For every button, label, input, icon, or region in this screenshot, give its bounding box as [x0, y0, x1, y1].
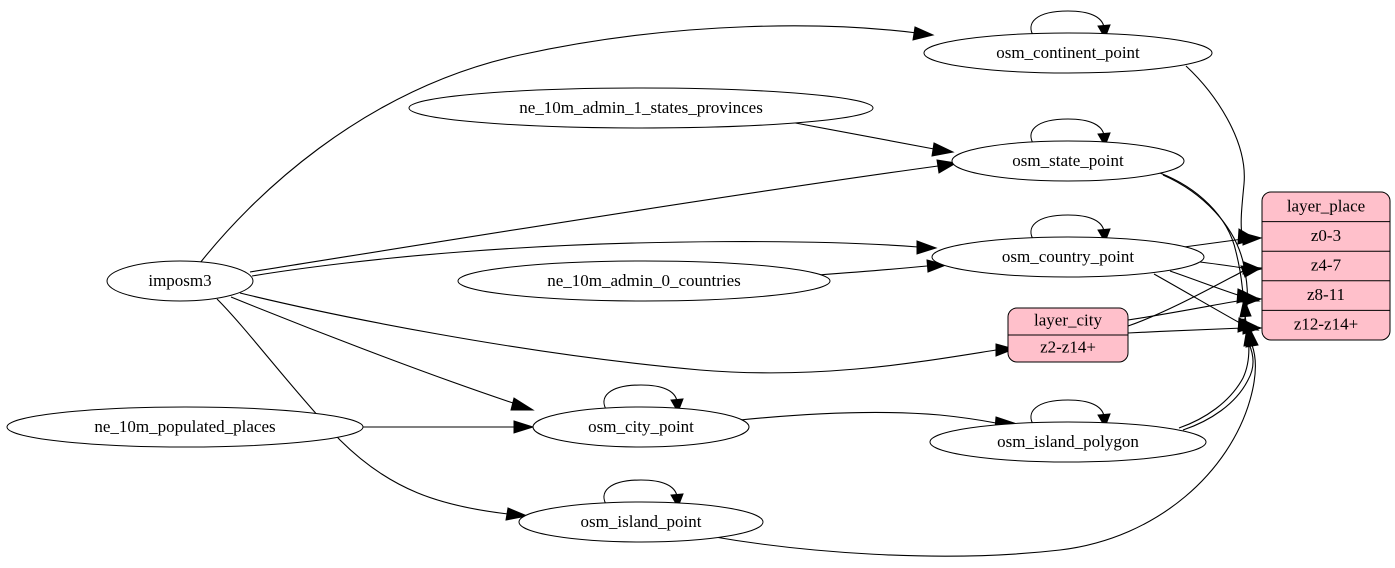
node-osm_country_point-label: osm_country_point — [1002, 247, 1134, 266]
node-osm_state_point-label: osm_state_point — [1012, 151, 1124, 170]
edge-osm_country_point-to-layer_place-z0_3 — [1183, 232, 1263, 248]
node-osm_island_polygon-label: osm_island_polygon — [997, 432, 1139, 451]
node-osm_island_polygon[interactable]: osm_island_polygon — [929, 421, 1207, 463]
layer_place-row-z8-11: z8-11 — [1307, 285, 1345, 304]
node-ne_10m_admin_0_countries-label: ne_10m_admin_0_countries — [547, 271, 741, 290]
edge-osm_island_polygon-to-layer_place-z12 — [1182, 326, 1256, 431]
node-layer_city[interactable]: layer_city z2-z14+ — [1007, 307, 1129, 363]
node-ne_10m_populated_places-label: ne_10m_populated_places — [94, 417, 275, 436]
edge-osm_continent_point-to-layer_place-z0_3 — [1185, 65, 1258, 245]
edge-imposm3-to-layer_city — [239, 292, 1016, 374]
edge-populated_places-to-osm_city_point — [363, 420, 535, 434]
edge-imposm3-to-osm_city_point — [230, 296, 535, 411]
edge-imposm3-to-osm_island_point — [216, 298, 529, 521]
edge-states_provinces-to-osm_state_point — [789, 121, 955, 157]
node-layer_place[interactable]: layer_place z0-3 z4-7 z8-11 z12-z14+ — [1261, 191, 1391, 341]
layer_place-row-z12-z14: z12-z14+ — [1294, 314, 1358, 333]
node-imposm3[interactable]: imposm3 — [106, 260, 254, 302]
node-osm_continent_point-label: osm_continent_point — [996, 43, 1140, 62]
edge-self-osm_city_point — [603, 384, 684, 414]
node-osm_city_point[interactable]: osm_city_point — [532, 406, 750, 448]
node-osm_city_point-label: osm_city_point — [588, 417, 694, 436]
edge-layer_city-to-layer_place-z8_11 — [1127, 293, 1263, 321]
edge-imposm3-to-osm_state_point — [249, 159, 958, 273]
node-osm_continent_point[interactable]: osm_continent_point — [923, 32, 1213, 74]
node-ne_10m_admin_1_states_provinces[interactable]: ne_10m_admin_1_states_provinces — [408, 87, 874, 129]
node-osm_state_point[interactable]: osm_state_point — [951, 140, 1185, 182]
node-layer: imposm3 ne_10m_admin_1_states_provinces … — [6, 32, 1213, 543]
edge-imposm3-to-osm_country_point — [251, 240, 938, 277]
edge-osm_city_point-to-osm_island_polygon — [739, 411, 1016, 430]
layer_place-row-z0-3: z0-3 — [1311, 226, 1341, 245]
node-ne_10m_populated_places[interactable]: ne_10m_populated_places — [6, 406, 364, 448]
node-imposm3-label: imposm3 — [148, 271, 211, 290]
node-ne_10m_admin_0_countries[interactable]: ne_10m_admin_0_countries — [457, 260, 831, 302]
edge-osm_island_point-to-layer_place-z12 — [708, 327, 1259, 557]
edge-self-osm_country_point — [1030, 214, 1111, 244]
node-ne_10m_admin_1_states_provinces-label: ne_10m_admin_1_states_provinces — [519, 98, 763, 117]
edge-admin_0_countries-to-osm_country_point — [817, 259, 948, 276]
edge-imposm3-to-osm_continent_point — [199, 25, 935, 264]
node-osm_island_point-label: osm_island_point — [581, 512, 702, 531]
edge-self-osm_island_polygon — [1030, 399, 1111, 429]
edge-layer — [199, 10, 1263, 557]
record-node-layer: layer_place z0-3 z4-7 z8-11 z12-z14+ lay… — [1007, 191, 1391, 363]
layer_city-header-label: layer_city — [1034, 310, 1102, 329]
edge-self-osm_state_point — [1030, 118, 1111, 148]
node-osm_country_point[interactable]: osm_country_point — [931, 236, 1205, 278]
edge-self-osm_island_point — [603, 479, 684, 509]
layer_city-row-z2-z14: z2-z14+ — [1040, 337, 1096, 356]
layer_place-header-label: layer_place — [1287, 196, 1365, 215]
layer_place-row-z4-7: z4-7 — [1311, 255, 1342, 274]
edge-self-osm_continent_point — [1030, 10, 1111, 40]
node-osm_island_point[interactable]: osm_island_point — [518, 501, 764, 543]
